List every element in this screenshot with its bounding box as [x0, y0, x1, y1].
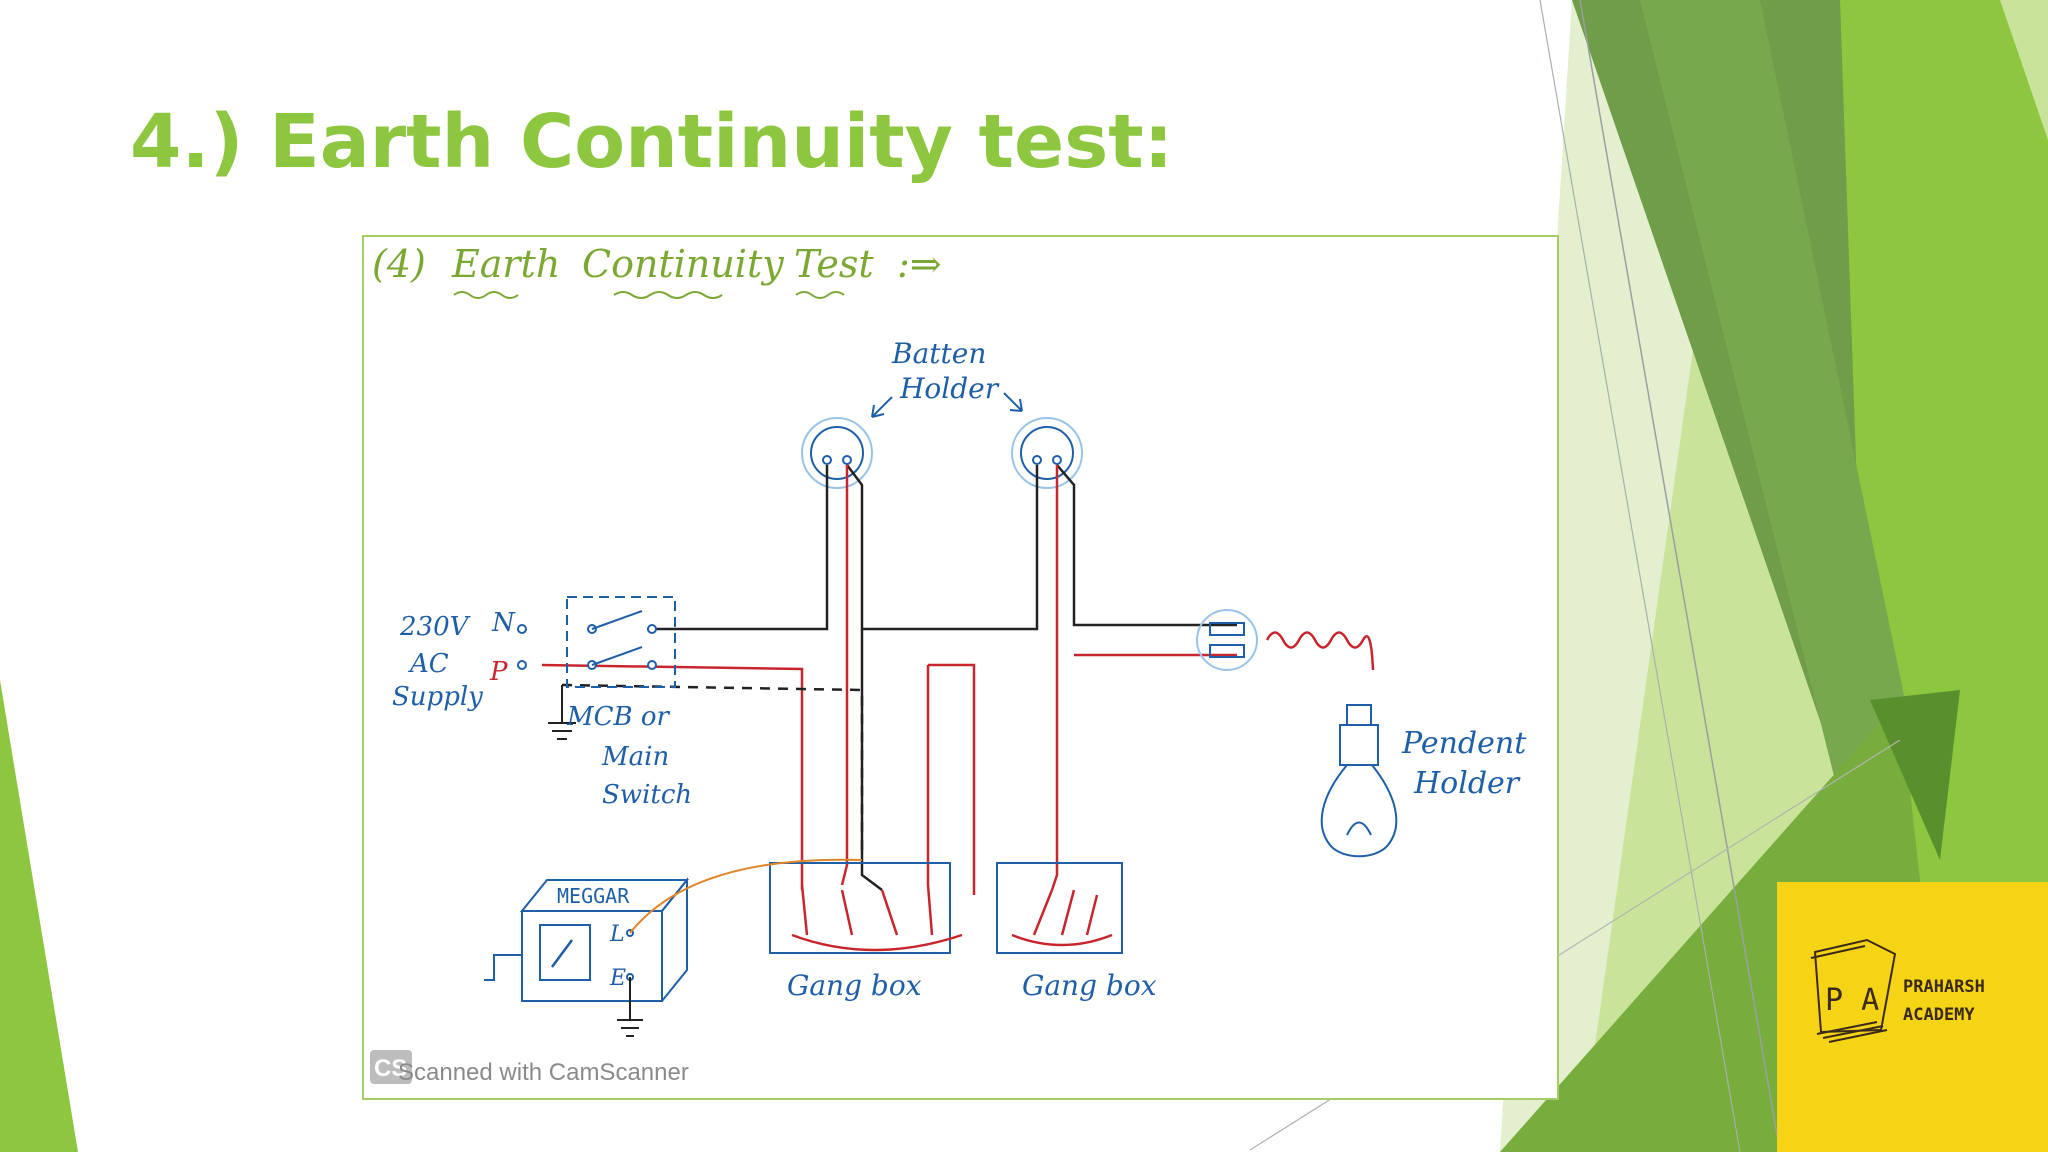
mcb-label-line1: MCB or — [566, 702, 671, 732]
bottom-shape-dark — [1870, 690, 1960, 860]
diagram-heading-arrow: :⇒ — [897, 242, 942, 286]
supply-label: Supply — [392, 682, 483, 712]
camscanner-badge — [370, 1050, 412, 1084]
black-wires — [647, 464, 1237, 891]
meggar-label: MEGGAR — [557, 884, 630, 908]
red-wires — [541, 465, 1375, 895]
camscanner-text: Scanned with CamScanner — [398, 1059, 689, 1086]
left-shape-green — [0, 680, 78, 1152]
batten-label-line1: Batten — [891, 337, 986, 370]
batten-arrow-right — [1003, 392, 1023, 412]
right-shape-mid — [1640, 0, 1905, 860]
neutral-label: N — [491, 608, 516, 638]
batten-label-line2: Holder — [899, 372, 1000, 405]
deco-line-2 — [1539, 0, 1741, 1152]
diagram-heading-earth: Earth — [451, 242, 560, 286]
logo-name-line2: ACADEMY — [1903, 1005, 1975, 1025]
gang-box-1-wiring — [791, 884, 963, 952]
logo-initials: P A — [1825, 983, 1879, 1018]
mcb-label-line2: Main — [601, 742, 669, 772]
pendent-label-line2: Holder — [1413, 766, 1521, 801]
meggar-terminal-e: E — [609, 966, 626, 991]
deco-line-1 — [1579, 0, 1781, 1152]
phase-label: P — [489, 657, 508, 687]
meggar-terminal-l: L — [609, 922, 625, 947]
gang-box-2 — [996, 862, 1123, 954]
batten-arrow-left — [871, 396, 893, 418]
ceiling-rose — [1196, 609, 1258, 671]
gang-box-1 — [769, 862, 951, 954]
mcb-switch-contacts — [517, 610, 657, 670]
supply-voltage-label: 230V — [399, 612, 471, 642]
batten-holder-2 — [1011, 417, 1083, 489]
pendent-holder — [1320, 704, 1398, 858]
gang-box-2-label: Gang box — [1022, 969, 1157, 1002]
mcb-switch-box — [566, 596, 676, 688]
meggar-test-lead — [629, 858, 863, 934]
academy-logo: P A PRAHARSH ACADEMY — [1777, 882, 2048, 1152]
ac-label: AC — [408, 649, 449, 679]
heading-underlines — [453, 291, 845, 299]
diagram-heading-continuity: Continuity — [582, 242, 784, 286]
gang-box-1-label: Gang box — [787, 969, 922, 1002]
camscanner-badge-text: CS — [374, 1055, 407, 1082]
mcb-label-line3: Switch — [602, 780, 692, 810]
diagram-heading-test: Test — [794, 242, 874, 286]
slide-title: 4.) Earth Continuity test: — [130, 99, 1174, 185]
pendent-label-line1: Pendent — [1401, 726, 1527, 761]
meggar-earth-symbol — [617, 977, 643, 1037]
gang-box-2-wiring — [1011, 889, 1113, 947]
diagram-heading-number: (4) — [372, 242, 426, 286]
academy-logo-mark: P A PRAHARSH ACADEMY — [1810, 938, 1985, 1043]
logo-name-line1: PRAHARSH — [1903, 977, 1985, 997]
mcb-earth-symbol — [548, 685, 576, 740]
batten-holder-1 — [801, 417, 873, 489]
wiring-diagram: (4) Earth Continuity Test :⇒ Batten Hold… — [362, 235, 1559, 1100]
